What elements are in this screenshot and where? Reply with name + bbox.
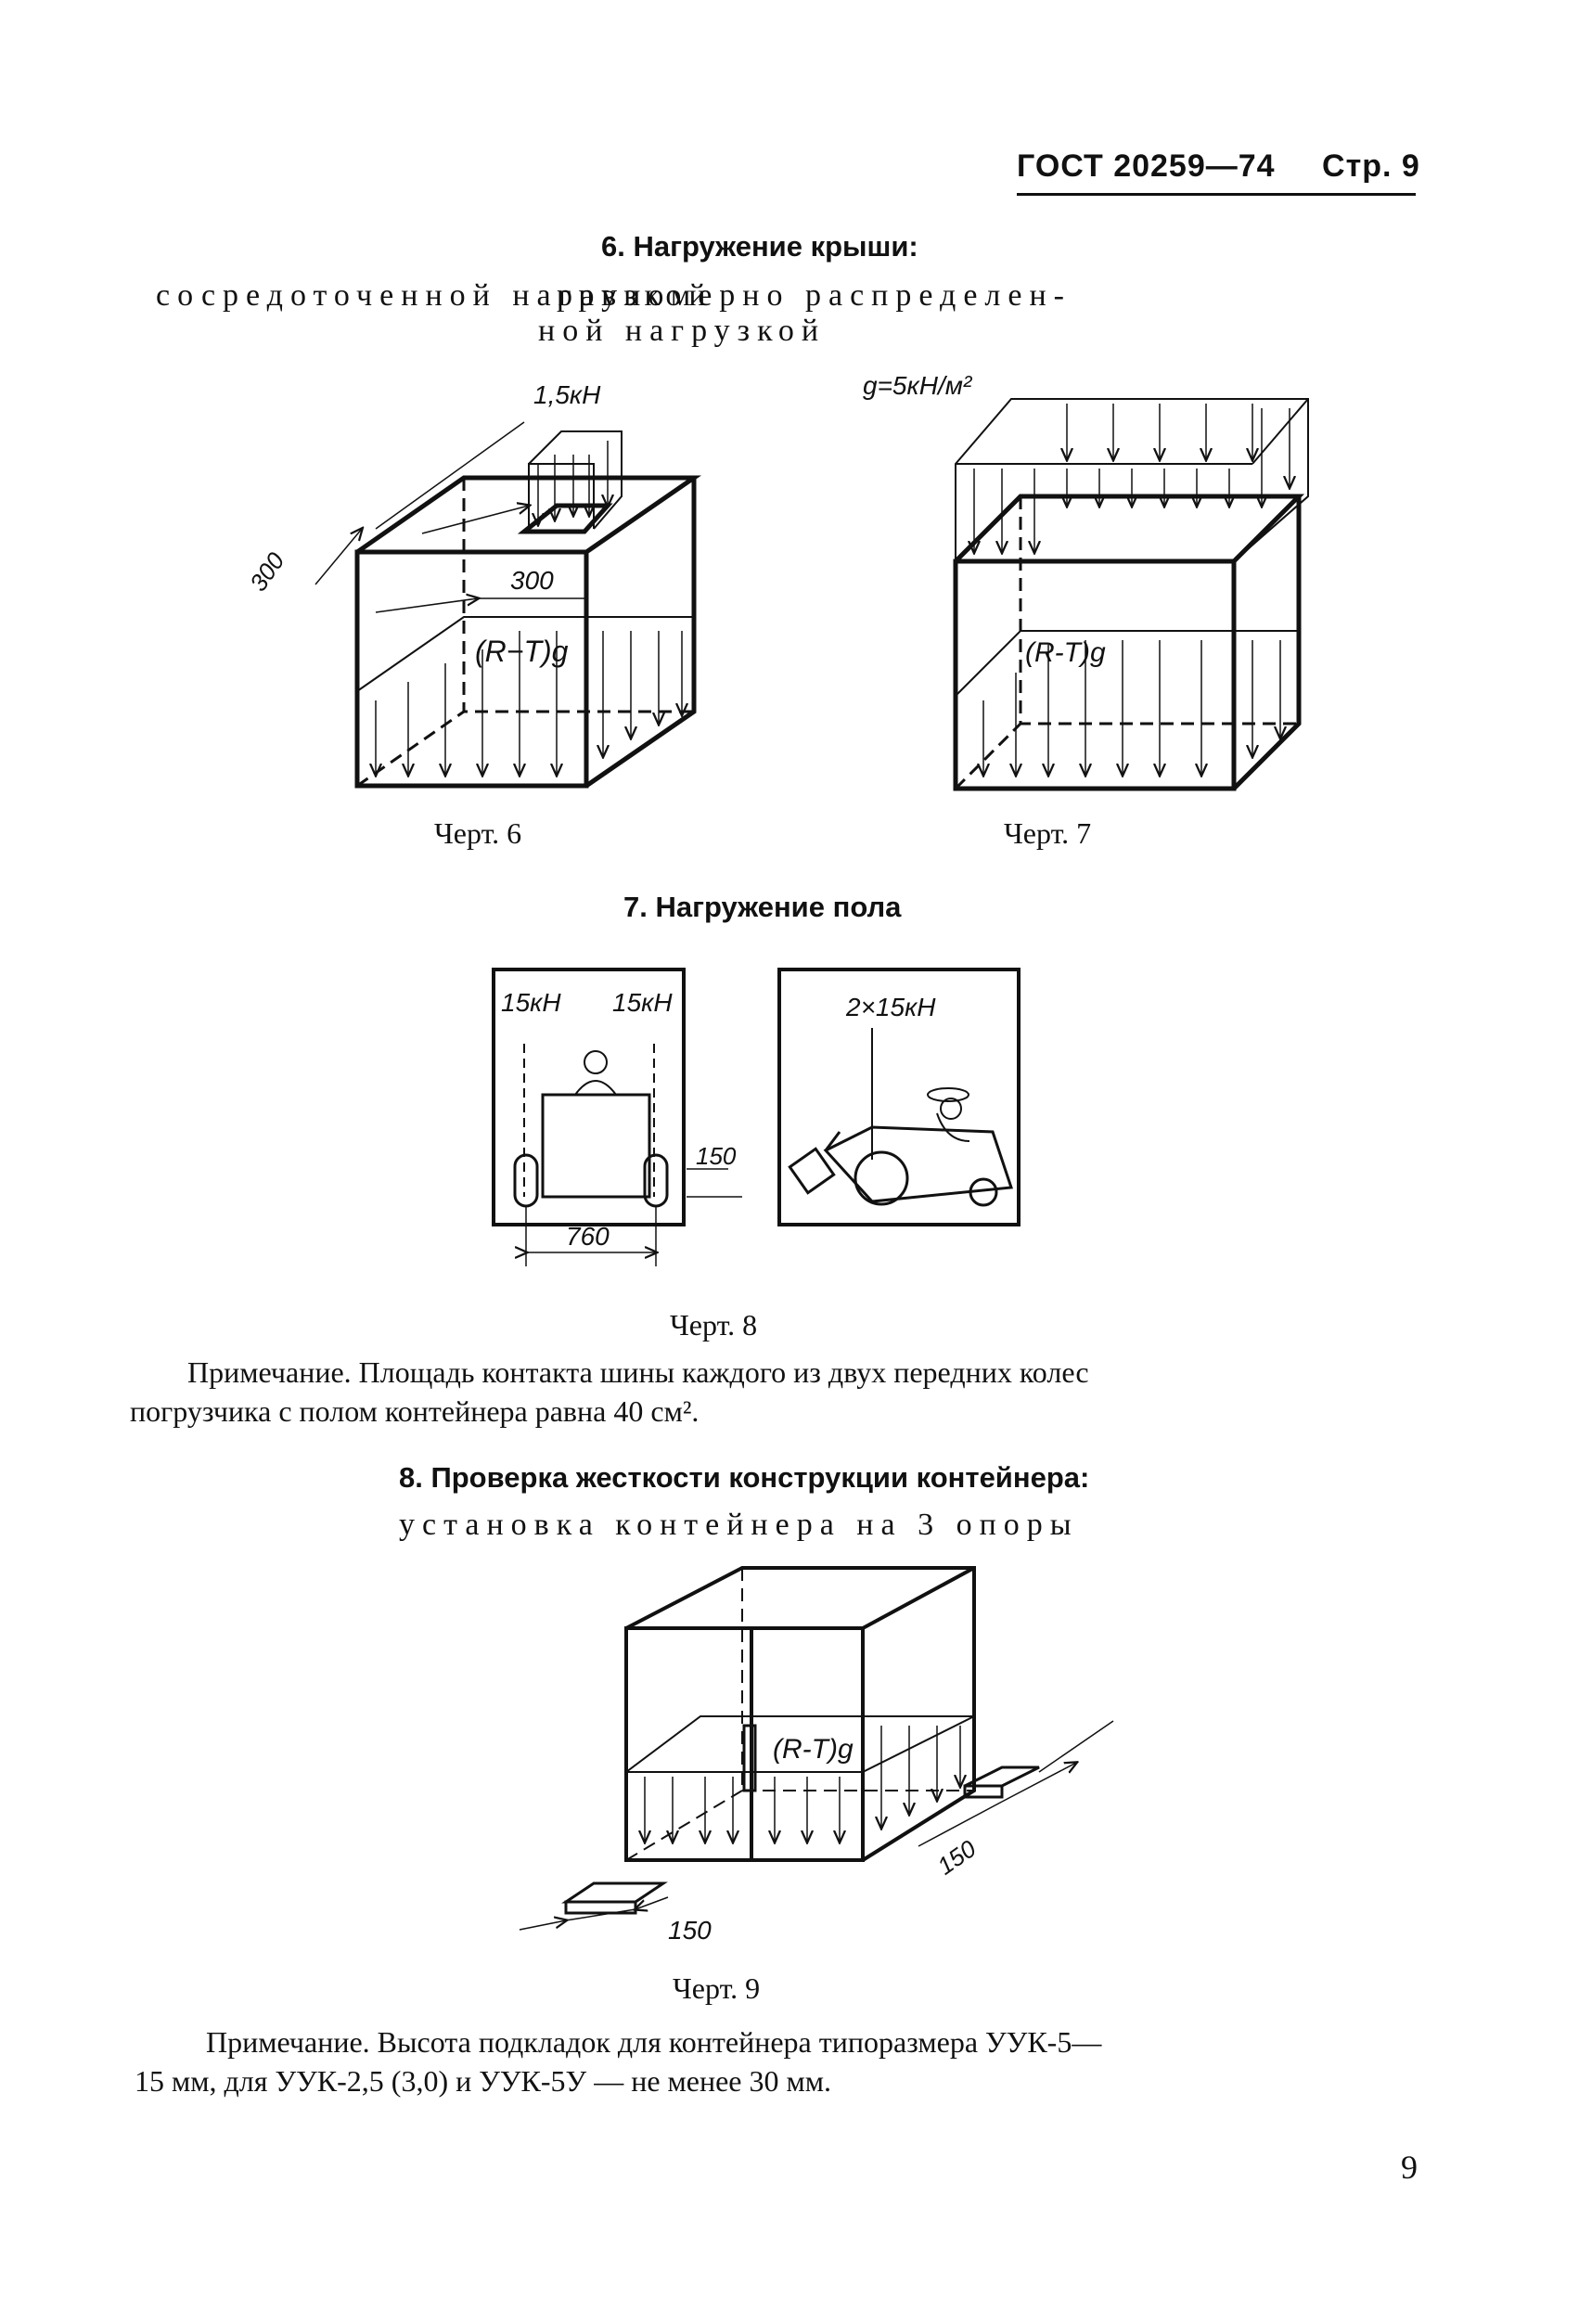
fig6-dim-b: 300 xyxy=(510,566,554,595)
figure-6-caption: Черт. 6 xyxy=(434,816,522,850)
section-6-subtitle-right-1: равномерно распределен- xyxy=(557,278,1072,313)
note-2-line-1: Примечание. Высота подкладок для контейн… xyxy=(206,2025,1102,2059)
note-2-line-2: 15 мм, для УУК-2,5 (3,0) и УУК-5У — не м… xyxy=(135,2064,831,2098)
fig7-formula: (R-T)g xyxy=(1025,637,1106,668)
document-header: ГОСТ 20259—74 Стр. 9 xyxy=(1017,148,1420,185)
note-1-line-2: погрузчика с полом контейнера равна 40 с… xyxy=(130,1394,700,1428)
fig6-dim-a: 300 xyxy=(244,547,290,597)
standard-number: ГОСТ 20259—74 xyxy=(1017,148,1276,184)
section-8-title: 8. Проверка жесткости конструкции контей… xyxy=(399,1461,1090,1494)
section-7-title: 7. Нагружение пола xyxy=(623,891,902,923)
figure-6-drawing: 1,5кН 300 300 (R−T)g xyxy=(244,380,702,789)
section-6-subtitle-right-2: ной нагрузкой xyxy=(538,314,827,348)
figure-8-drawing: 15кН 15кН 2×15кН 150 760 xyxy=(492,968,1021,1266)
section-8-subtitle: установка контейнера на 3 опоры xyxy=(399,1508,1079,1542)
figure-7-drawing: g=5кН/м² (R-T)g xyxy=(863,371,1309,791)
fig9-dim-left: 150 xyxy=(668,1916,712,1945)
figure-9-caption: Черт. 9 xyxy=(673,1971,761,2005)
section-6-title: 6. Нагружение крыши: xyxy=(601,230,918,263)
page-number: 9 xyxy=(1401,2149,1418,2186)
page-label: Стр. 9 xyxy=(1322,148,1420,184)
figure-8-caption: Черт. 8 xyxy=(670,1308,758,1342)
figure-9-drawing: (R-T)g 150 150 xyxy=(519,1566,1114,1945)
figure-7-caption: Черт. 7 xyxy=(1004,816,1092,850)
fig8-load-top: 2×15кН xyxy=(845,993,936,1021)
fig9-formula: (R-T)g xyxy=(773,1734,854,1765)
header-rule xyxy=(1017,193,1416,196)
fig6-load-label: 1,5кН xyxy=(533,380,601,409)
section-6-subtitle-left: сосредоточенной нагрузкой xyxy=(156,278,713,313)
fig8-dim-side: 150 xyxy=(696,1142,737,1170)
fig8-load-left: 15кН xyxy=(501,988,561,1017)
fig9-dim-right: 150 xyxy=(932,1834,982,1881)
note-1-line-1: Примечание. Площадь контакта шины каждог… xyxy=(187,1355,1089,1389)
fig7-load-label: g=5кН/м² xyxy=(863,371,973,400)
fig6-formula: (R−T)g xyxy=(475,635,569,668)
fig8-load-right: 15кН xyxy=(612,988,673,1017)
fig8-dim-width: 760 xyxy=(566,1222,610,1251)
